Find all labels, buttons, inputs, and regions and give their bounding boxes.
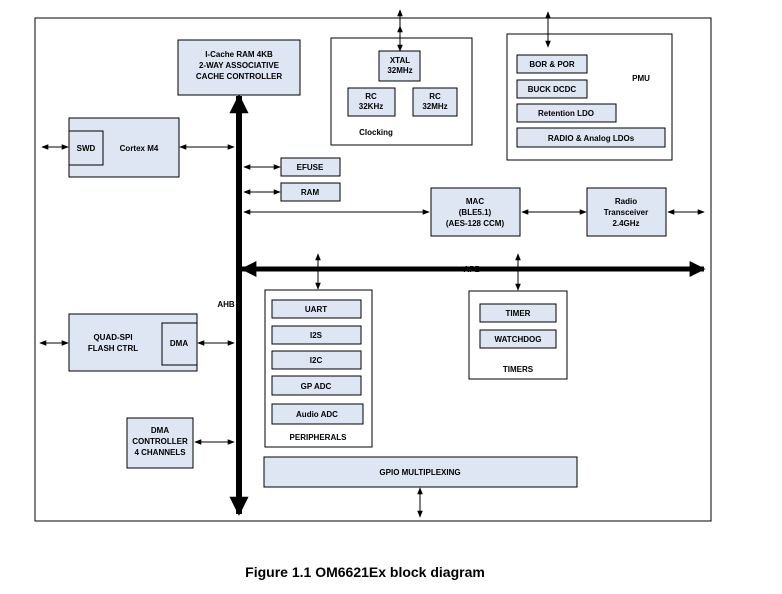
pmu-text: PMU: [632, 74, 650, 83]
radio-text-2: Transceiver: [604, 208, 648, 217]
radio-ldos-block: [516, 127, 666, 148]
peripherals-text: PERIPHERALS: [290, 433, 348, 442]
ahb-label: AHB: [217, 300, 235, 309]
xtal-text-2: 32MHz: [387, 66, 412, 75]
rc32m-block: [412, 87, 458, 117]
buck-dcdc-block: [516, 79, 588, 99]
watchdog-text: WATCHDOG: [495, 335, 542, 344]
ram-text: RAM: [301, 188, 320, 197]
watchdog-block: [479, 329, 557, 349]
dma-ctrl-block: [126, 417, 194, 469]
clocking-text: Clocking: [359, 128, 393, 137]
i2c-block: [271, 350, 362, 370]
audio-adc-block: [271, 403, 364, 425]
dma-ctrl-text-1: DMA: [151, 426, 169, 435]
mac-block: [430, 187, 521, 237]
radio-block: [586, 187, 667, 237]
bor-por-block: [516, 54, 588, 74]
i2s-block: [271, 325, 362, 345]
uart-text: UART: [305, 305, 327, 314]
dma-ctrl-text-2: CONTROLLER: [132, 437, 188, 446]
timer-block: [479, 303, 557, 323]
apb-label: APB: [464, 265, 481, 274]
mac-text-2: (BLE5.1): [459, 208, 492, 217]
retention-ldo-text: Retention LDO: [538, 109, 594, 118]
audio-adc-text: Audio ADC: [296, 410, 338, 419]
gpadc-block: [271, 375, 362, 396]
radio-ldos-text: RADIO & Analog LDOs: [548, 134, 635, 143]
rc32m-text-2: 32MHz: [422, 102, 447, 111]
efuse-text: EFUSE: [297, 163, 324, 172]
mac-text-1: MAC: [466, 197, 484, 206]
radio-text-1: Radio: [615, 197, 637, 206]
retention-ldo-block: [516, 103, 617, 123]
rc32k-text-2: 32KHz: [359, 102, 383, 111]
swd-block: [68, 130, 104, 166]
rc32k-text-1: RC: [365, 92, 377, 101]
xtal-text-1: XTAL: [390, 56, 410, 65]
rc32k-block: [347, 87, 396, 117]
ram-block: [280, 182, 341, 202]
xtal-block: [378, 50, 421, 82]
icache-block: [177, 39, 301, 96]
rc32m-text-1: RC: [429, 92, 441, 101]
figure-caption: Figure 1.1 OM6621Ex block diagram: [245, 564, 485, 580]
icache-text-3: CACHE CONTROLLER: [196, 72, 282, 81]
icache-text-2: 2-WAY ASSOCIATIVE: [199, 61, 280, 70]
qspi-dma-text: DMA: [170, 339, 188, 348]
mac-text-3: (AES-128 CCM): [446, 219, 505, 228]
swd-text: SWD: [77, 144, 96, 153]
qspi-text-1: QUAD-SPI: [93, 333, 132, 342]
timers-text: TIMERS: [503, 365, 534, 374]
gpio-text: GPIO MULTIPLEXING: [379, 468, 460, 477]
bor-por-text: BOR & POR: [529, 60, 575, 69]
efuse-block: [280, 157, 341, 177]
i2c-text: I2C: [310, 356, 323, 365]
gpadc-text: GP ADC: [301, 382, 332, 391]
cortex-text: Cortex M4: [120, 144, 159, 153]
qspi-text-2: FLASH CTRL: [88, 344, 138, 353]
i2s-text: I2S: [310, 331, 323, 340]
buck-dcdc-text: BUCK DCDC: [528, 85, 577, 94]
radio-text-3: 2.4GHz: [612, 219, 639, 228]
gpio-block: [263, 456, 578, 488]
timer-text: TIMER: [506, 309, 531, 318]
dma-ctrl-text-3: 4 CHANNELS: [134, 448, 186, 457]
qspi-dma-block: [161, 322, 198, 366]
uart-block: [271, 299, 362, 319]
icache-text-1: I-Cache RAM 4KB: [205, 50, 273, 59]
